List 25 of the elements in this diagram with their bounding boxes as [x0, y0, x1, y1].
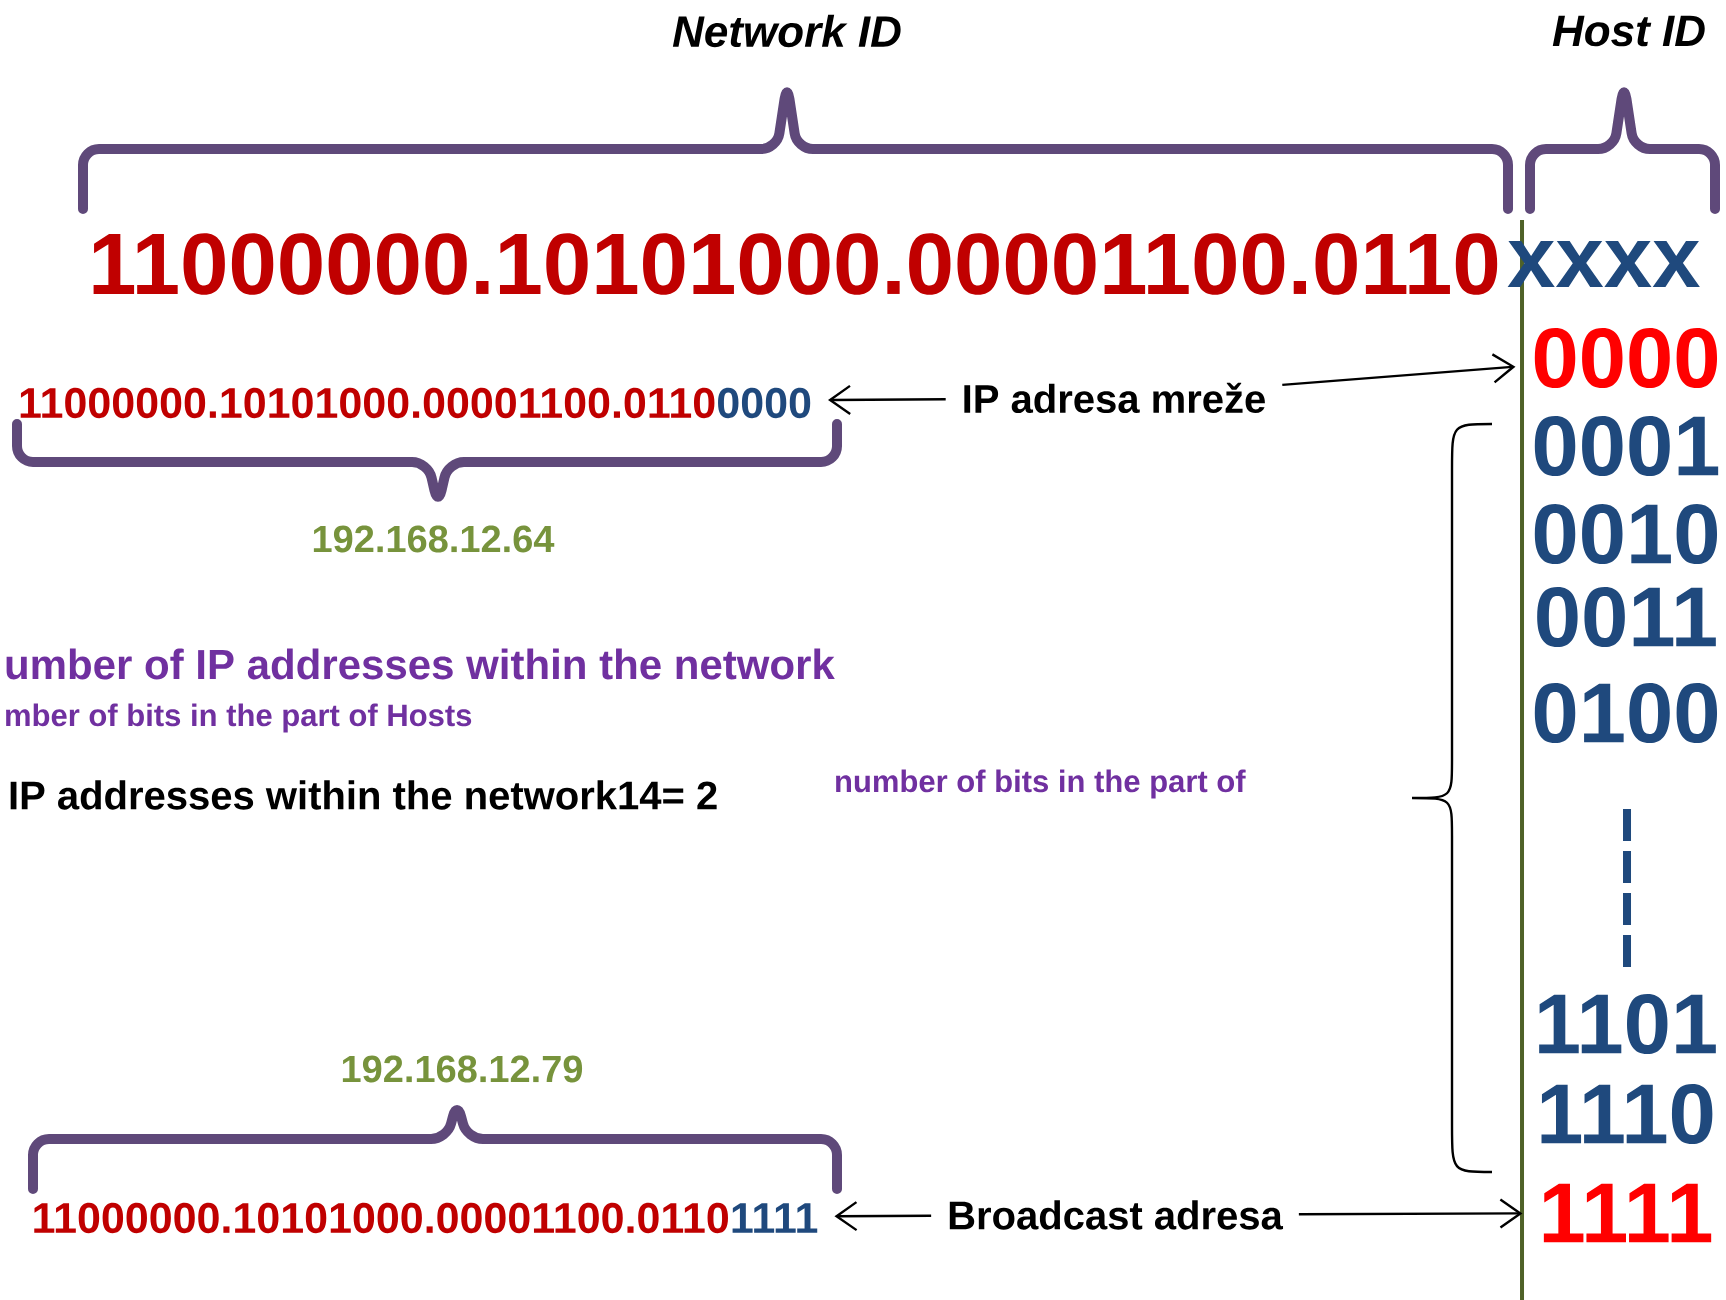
arrow — [1298, 1198, 1523, 1229]
formula-text: IP addresses within the network14= 2 — [10, 780, 717, 810]
binary-address: 11000000.10101000.00001100.01101111 — [34, 1202, 818, 1234]
arrow — [828, 384, 946, 415]
binary-address: 11000000.10101000.00001100.0110 — [93, 233, 1498, 295]
formula-text: mber of bits in the part of Hosts — [6, 703, 472, 733]
formula-text: number of bits in the part of — [836, 769, 1246, 799]
host-bits: 0011 — [1537, 586, 1716, 648]
arrow-label: IP adresa mreže — [964, 382, 1265, 414]
heading: Network ID — [672, 14, 901, 48]
host-bits: 0000 — [1534, 327, 1718, 389]
formula-text: umber of IP addresses within the network — [6, 648, 835, 680]
decimal-address: 192.168.12.79 — [342, 1055, 583, 1083]
host-bits: 1110 — [1541, 1083, 1713, 1145]
binary-address: 11000000.10101000.00001100.01100000 — [20, 387, 811, 419]
arrow-label: Broadcast adresa — [949, 1200, 1284, 1230]
host-bits: 0100 — [1534, 682, 1718, 744]
decimal-address: 192.168.12.64 — [313, 525, 555, 553]
host-bits: 1101 — [1539, 993, 1716, 1055]
arrow — [834, 1201, 932, 1232]
host-bits: 0001 — [1534, 415, 1719, 477]
arrow — [1282, 353, 1516, 387]
host-bits: 0010 — [1534, 503, 1718, 565]
host-bits: 1111 — [1543, 1183, 1712, 1243]
heading: Host ID — [1552, 15, 1705, 47]
